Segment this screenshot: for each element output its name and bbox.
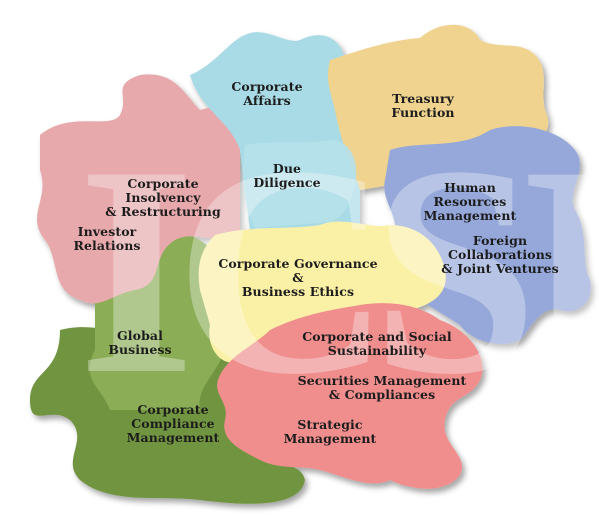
label-treasury-function: Treasury Function <box>391 91 455 120</box>
label-strategic-management: Strategic Management <box>283 417 377 446</box>
piece-corporate-social <box>217 303 483 489</box>
label-corporate-insolvency: Corporate Insolvency & Restructuring <box>105 176 221 219</box>
label-corporate-social: Corporate and Social Sustainability <box>302 329 452 358</box>
label-global-business: Global Business <box>108 328 172 357</box>
piece-global-business <box>89 231 226 410</box>
label-corporate-compliance: Corporate Compliance Management <box>126 402 220 445</box>
label-corporate-governance: Corporate Governance & Business Ethics <box>218 256 378 299</box>
label-due-diligence: Due Diligence <box>253 161 321 190</box>
label-investor-relations: Investor Relations <box>73 224 141 253</box>
label-securities-management: Securities Management & Compliances <box>297 373 467 402</box>
label-human-resources: Human Resources Management <box>423 180 517 223</box>
label-corporate-affairs: Corporate Affairs <box>231 79 303 108</box>
piece-corporate-governance <box>198 221 446 363</box>
label-foreign-collaborations: Foreign Collaborations & Joint Ventures <box>441 233 559 276</box>
piece-corporate-insolvency <box>36 74 243 304</box>
piece-due-diligence <box>243 140 357 228</box>
